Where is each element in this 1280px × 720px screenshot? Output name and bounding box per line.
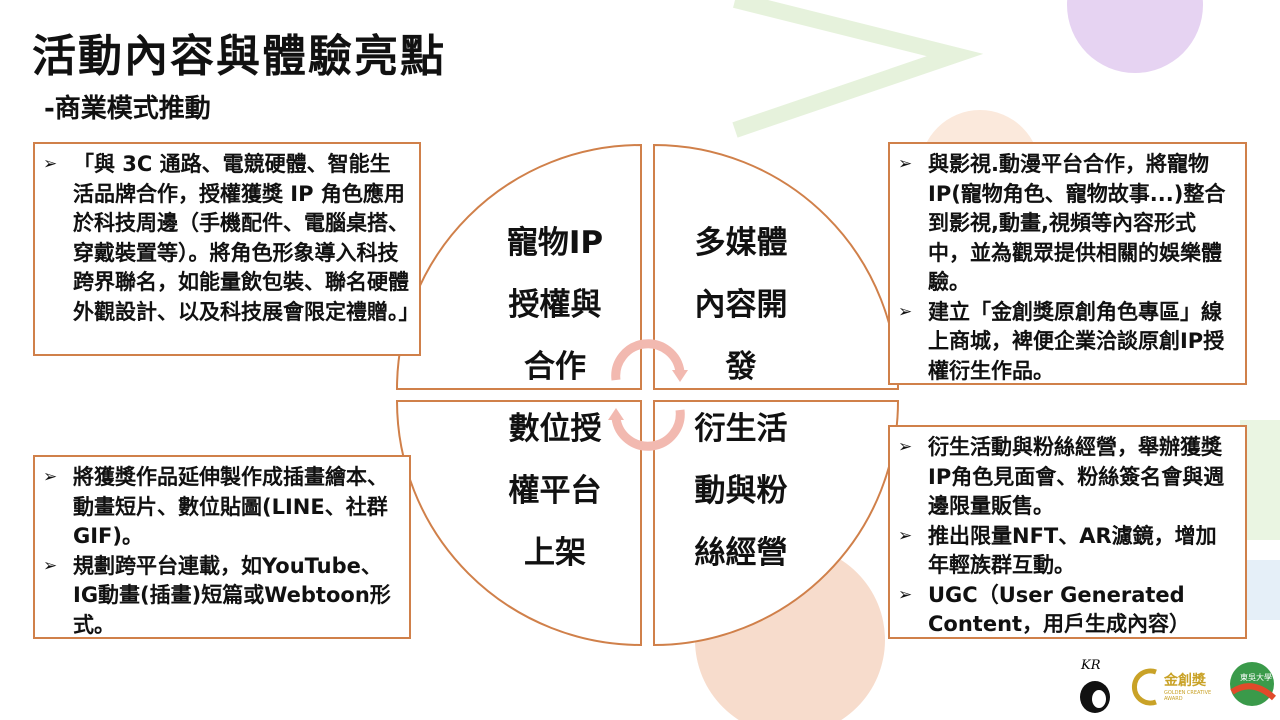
textbox-digital-platform: ➢ 將獲獎作品延伸製作成插畫繪本、動畫短片、數位貼圖(LINE、社群GIF)。 ➢…	[33, 455, 411, 639]
quadrant-line: 數位授	[508, 411, 602, 447]
bullet-text: 將獲獎作品延伸製作成插畫繪本、動畫短片、數位貼圖(LINE、社群GIF)。	[73, 465, 388, 548]
quadrant-line: 權平台	[508, 473, 602, 509]
quadrant-label-fan-activities: 衍生活 動與粉 絲經營	[666, 398, 816, 584]
textbox-ip-licensing: ➢ 「與 3C 通路、電競硬體、智能生活品牌合作，授權獲獎 IP 角色應用於科技周…	[33, 142, 421, 356]
bullet-text: 推出限量NFT、AR濾鏡，增加年輕族群互動。	[928, 523, 1217, 578]
quadrant-line: 內容開	[694, 287, 788, 323]
quadrant-label-multimedia: 多媒體 內容開 發	[666, 212, 816, 398]
cycle-arrows-icon	[611, 339, 685, 451]
golden-award-text: 金創獎	[1164, 673, 1206, 689]
svg-text:KR: KR	[1080, 658, 1101, 673]
soochow-university-logo: 東吳大學	[1228, 658, 1277, 714]
textbox-fan-activities: ➢ 衍生活動與粉絲經營，舉辦獲獎IP角色見面會、粉絲簽名會與週邊限量販售。 ➢ 推出…	[888, 425, 1247, 639]
textbox-multimedia: ➢ 與影視.動漫平台合作，將寵物IP(寵物角色、寵物故事...)整合到影視,動畫,…	[888, 142, 1247, 385]
quadrant-line: 衍生活	[694, 411, 788, 447]
quadrant-line: 發	[725, 349, 757, 385]
arrow-bullet-icon: ➢	[898, 437, 913, 457]
quadrant-line: 絲經營	[694, 535, 788, 571]
quadrant-line: 動與粉	[694, 473, 788, 509]
arrow-bullet-icon: ➢	[898, 584, 913, 605]
quadrant-line: 多媒體	[694, 225, 788, 261]
bullet-text: 與影視.動漫平台合作，將寵物IP(寵物角色、寵物故事...)整合到影視,動畫,視…	[928, 152, 1226, 294]
bullet-text: 建立「金創獎原創角色專區」線上商城，裨便企業洽談原創IP授權衍生作品。	[928, 299, 1225, 383]
page-title: 活動內容與體驗亮點	[32, 31, 446, 82]
arrow-bullet-icon: ➢	[43, 555, 58, 576]
university-text: 東吳大學	[1240, 673, 1272, 682]
bullet-text: UGC（User Generated Content，用戶生成內容）	[928, 582, 1191, 637]
quadrant-line: 授權與	[508, 287, 602, 323]
page-subtitle: -商業模式推動	[44, 94, 211, 124]
quadrant-line: 合作	[524, 349, 586, 385]
quadrant-line: 上架	[524, 535, 586, 571]
arrow-bullet-icon: ➢	[898, 525, 913, 546]
arrow-bullet-icon: ➢	[898, 154, 913, 174]
golden-creative-award-logo: 金創獎 GOLDEN CREATIVE AWARD	[1130, 664, 1220, 710]
kr-rabbit-logo: KR	[1075, 655, 1115, 715]
arrow-bullet-icon: ➢	[43, 467, 58, 487]
arrow-bullet-icon: ➢	[43, 154, 58, 174]
quadrant-line: 寵物IP	[506, 225, 604, 261]
quadrant-label-ip-licensing: 寵物IP 授權與 合作	[480, 212, 630, 398]
golden-award-subtext: GOLDEN CREATIVE AWARD	[1164, 690, 1212, 702]
bullet-text: 規劃跨平台連載，如YouTube、IG動畫(插畫)短篇或Webtoon形式。	[73, 553, 391, 637]
quadrant-label-digital-platform: 數位授 權平台 上架	[480, 398, 630, 584]
quadrant-bottom-left	[395, 400, 642, 647]
arrow-bullet-icon: ➢	[898, 301, 913, 322]
bullet-text: 衍生活動與粉絲經營，舉辦獲獎IP角色見面會、粉絲簽名會與週邊限量販售。	[928, 435, 1225, 518]
bullet-text: 「與 3C 通路、電競硬體、智能生活品牌合作，授權獲獎 IP 角色應用於科技周邊…	[73, 152, 420, 324]
